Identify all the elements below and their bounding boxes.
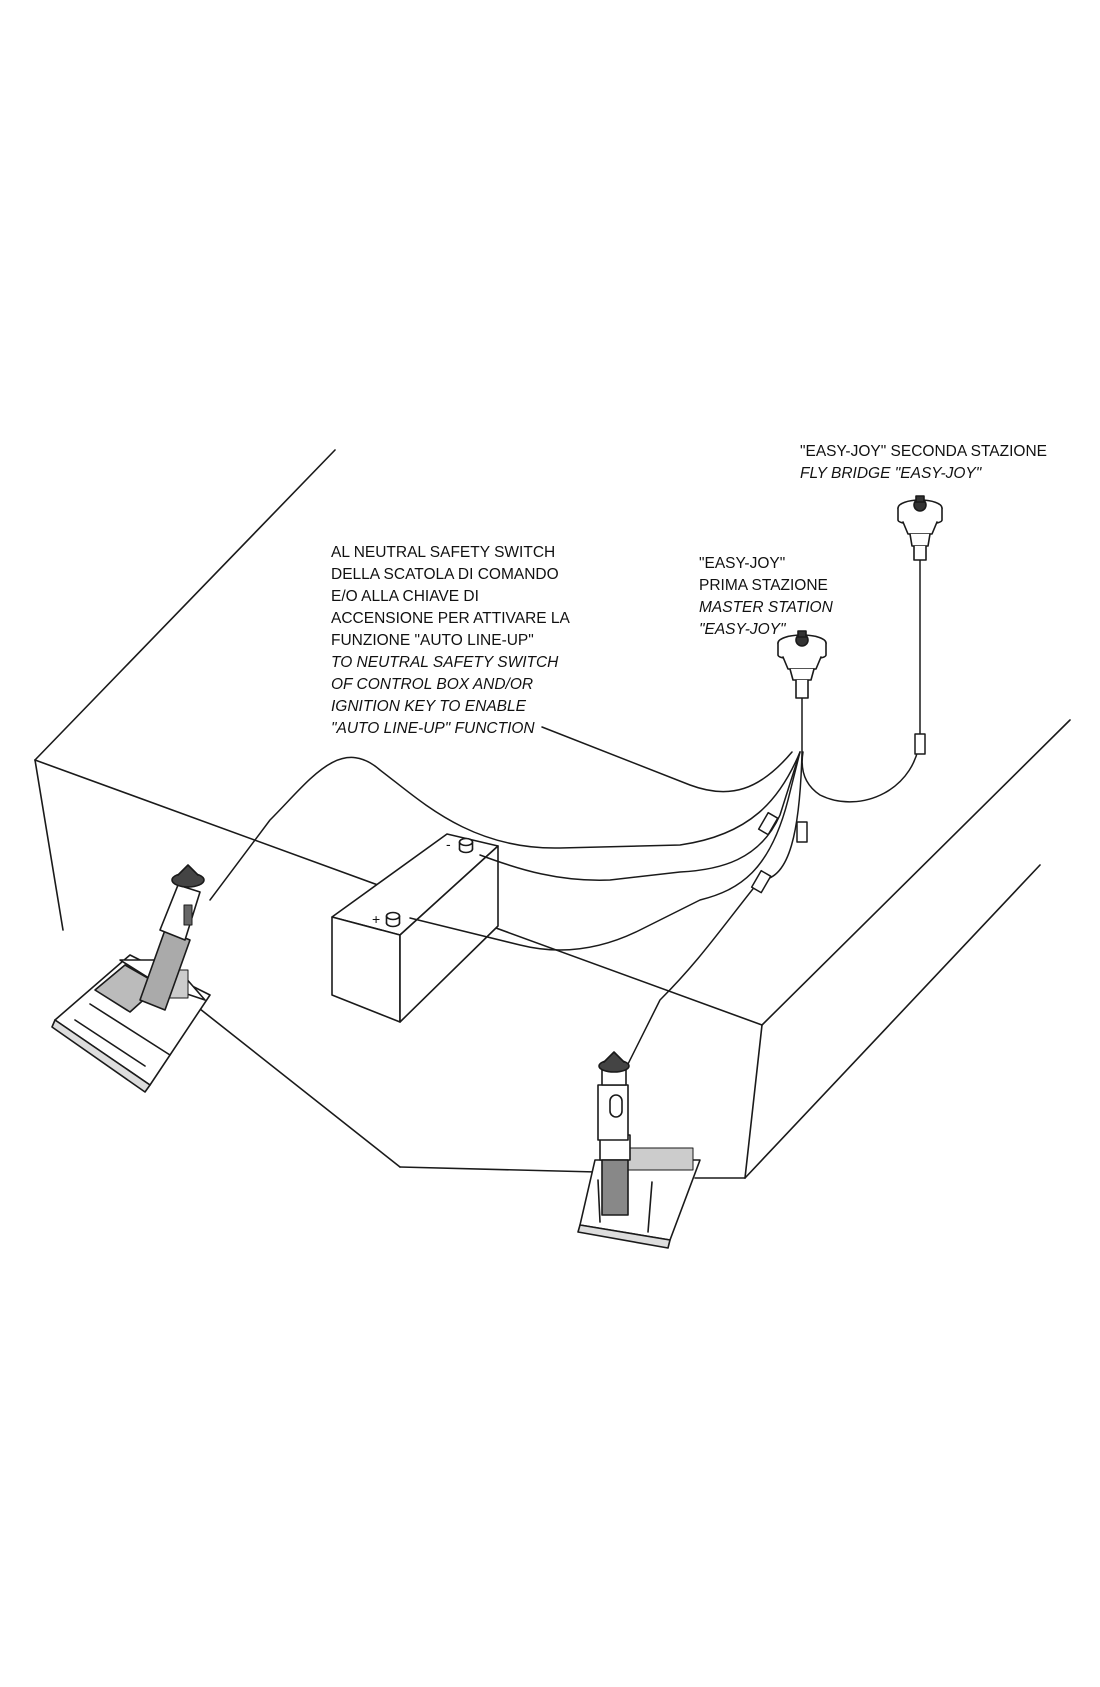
neutral-switch-label-en-2: OF CONTROL BOX AND/OR bbox=[331, 676, 534, 693]
battery bbox=[331, 833, 499, 1023]
master-station-label-it-2: PRIMA STAZIONE bbox=[699, 577, 828, 594]
neutral-switch-label-it-3: E/O ALLA CHIAVE DI bbox=[331, 588, 479, 605]
second-station-label-en: FLY BRIDGE "EASY-JOY" bbox=[800, 465, 982, 482]
master-station-label-it-1: "EASY-JOY" bbox=[699, 555, 786, 572]
neutral-switch-label-en-1: TO NEUTRAL SAFETY SWITCH bbox=[331, 654, 559, 671]
cables bbox=[209, 554, 926, 1081]
master-station-label-en-2: "EASY-JOY" bbox=[699, 621, 786, 638]
neutral-switch-label-en-3: IGNITION KEY TO ENABLE bbox=[331, 698, 526, 715]
left-trim-tab-actuator bbox=[51, 864, 211, 1093]
fly-bridge-easy-joy-control bbox=[897, 495, 943, 561]
master-station-easy-joy-control bbox=[777, 630, 827, 699]
second-station-label-it: "EASY-JOY" SECONDA STAZIONE bbox=[800, 443, 1048, 460]
neutral-switch-label-it-1: AL NEUTRAL SAFETY SWITCH bbox=[331, 544, 556, 561]
hull-outline bbox=[34, 449, 1071, 1179]
neutral-switch-label: AL NEUTRAL SAFETY SWITCH DELLA SCATOLA D… bbox=[331, 542, 570, 740]
second-station-label: "EASY-JOY" SECONDA STAZIONE FLY BRIDGE "… bbox=[800, 441, 1047, 485]
neutral-switch-label-it-4: ACCENSIONE PER ATTIVARE LA bbox=[331, 610, 570, 627]
right-trim-tab-actuator bbox=[577, 1051, 701, 1249]
master-station-label-en-1: MASTER STATION bbox=[699, 599, 833, 616]
neutral-switch-label-it-2: DELLA SCATOLA DI COMANDO bbox=[331, 566, 559, 583]
neutral-switch-label-en-4: "AUTO LINE-UP" FUNCTION bbox=[331, 720, 535, 737]
battery-positive-mark: + bbox=[372, 911, 380, 927]
master-station-label: "EASY-JOY" PRIMA STAZIONE MASTER STATION… bbox=[699, 553, 833, 641]
neutral-switch-label-it-5: FUNZIONE "AUTO LINE-UP" bbox=[331, 632, 534, 649]
battery-negative-mark: - bbox=[446, 836, 451, 852]
